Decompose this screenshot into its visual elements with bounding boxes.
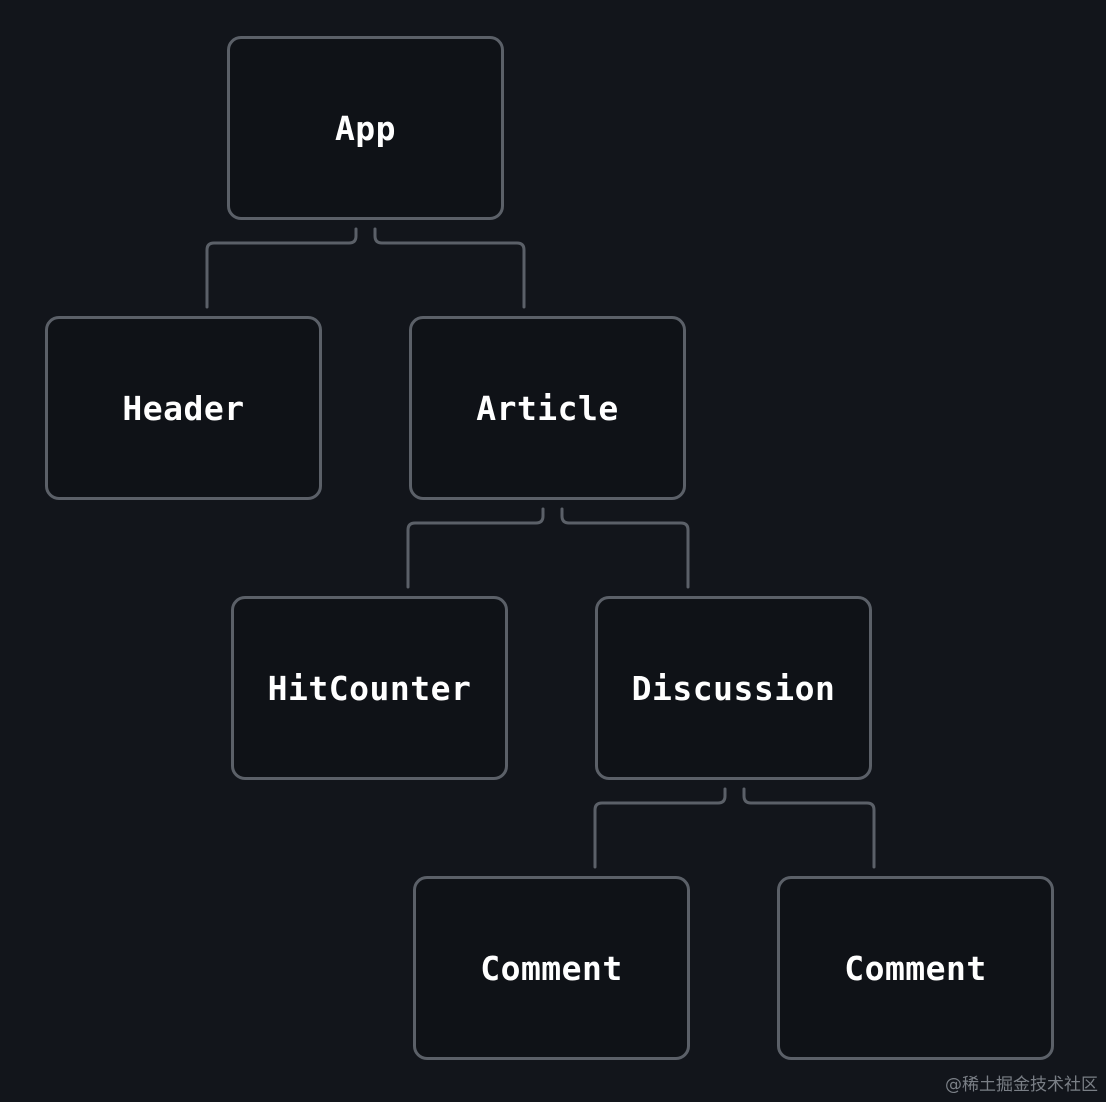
node-comment-1: Comment: [413, 876, 690, 1060]
edge-discussion-comment-2: [742, 787, 876, 869]
edge-app-article: [373, 227, 526, 309]
node-label-comment-1: Comment: [480, 948, 623, 988]
edge-discussion-comment-1: [593, 787, 727, 869]
node-label-hitcounter: HitCounter: [267, 668, 472, 708]
node-label-comment-2: Comment: [844, 948, 987, 988]
node-label-article: Article: [476, 388, 619, 428]
edge-article-discussion: [560, 507, 690, 589]
edge-article-hitcounter: [406, 507, 545, 589]
node-label-app: App: [334, 108, 397, 148]
edge-app-header: [205, 227, 358, 309]
node-app: App: [227, 36, 504, 220]
node-comment-2: Comment: [777, 876, 1054, 1060]
node-article: Article: [409, 316, 686, 500]
node-header: Header: [45, 316, 322, 500]
node-label-header: Header: [122, 388, 245, 428]
node-discussion: Discussion: [595, 596, 872, 780]
node-label-discussion: Discussion: [631, 668, 836, 708]
node-hitcounter: HitCounter: [231, 596, 508, 780]
watermark-text: @稀土掘金技术社区: [945, 1075, 1098, 1095]
